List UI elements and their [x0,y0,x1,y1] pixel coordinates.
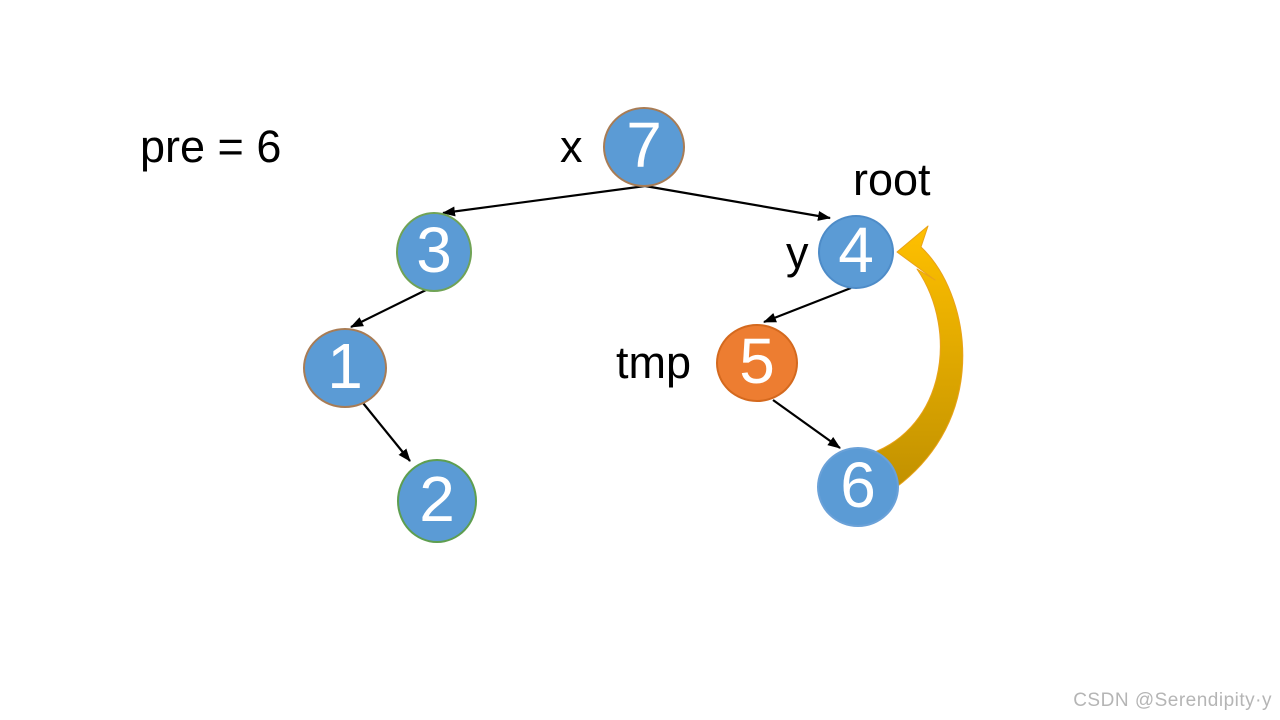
tree-edge-3-1 [350,289,427,328]
node-value: 6 [840,449,876,521]
node-value: 1 [327,330,363,402]
tree-node-4: 4 [818,215,894,289]
pre-value-label: pre = 6 [140,121,282,172]
tree-node-3: 3 [396,212,472,292]
node-value: 5 [739,325,775,397]
tree-edge-7-4 [644,184,831,221]
tree-edges-group [350,184,852,462]
node-value: 3 [416,214,452,286]
tree-node-6: 6 [817,447,899,527]
node-value: 4 [838,214,874,286]
pointer-label-y: y [786,227,809,278]
tree-node-5: 5 [716,324,798,402]
tree-node-7: 7 [603,107,685,187]
pointer-label-x: x [560,121,583,172]
tree-edge-4-5 [763,286,852,324]
tree-edge-5-6 [772,399,841,449]
tree-node-1: 1 [303,328,387,408]
tree-edge-7-3 [442,184,646,217]
watermark: CSDN @Serendipity·y [1073,690,1272,711]
node-value: 2 [419,463,455,535]
pointer-label-root: root [853,154,931,205]
tree-edge-1-2 [362,402,411,462]
pointer-label-tmp: tmp [616,337,692,388]
tree-node-2: 2 [397,459,477,543]
node-value: 7 [626,109,662,181]
